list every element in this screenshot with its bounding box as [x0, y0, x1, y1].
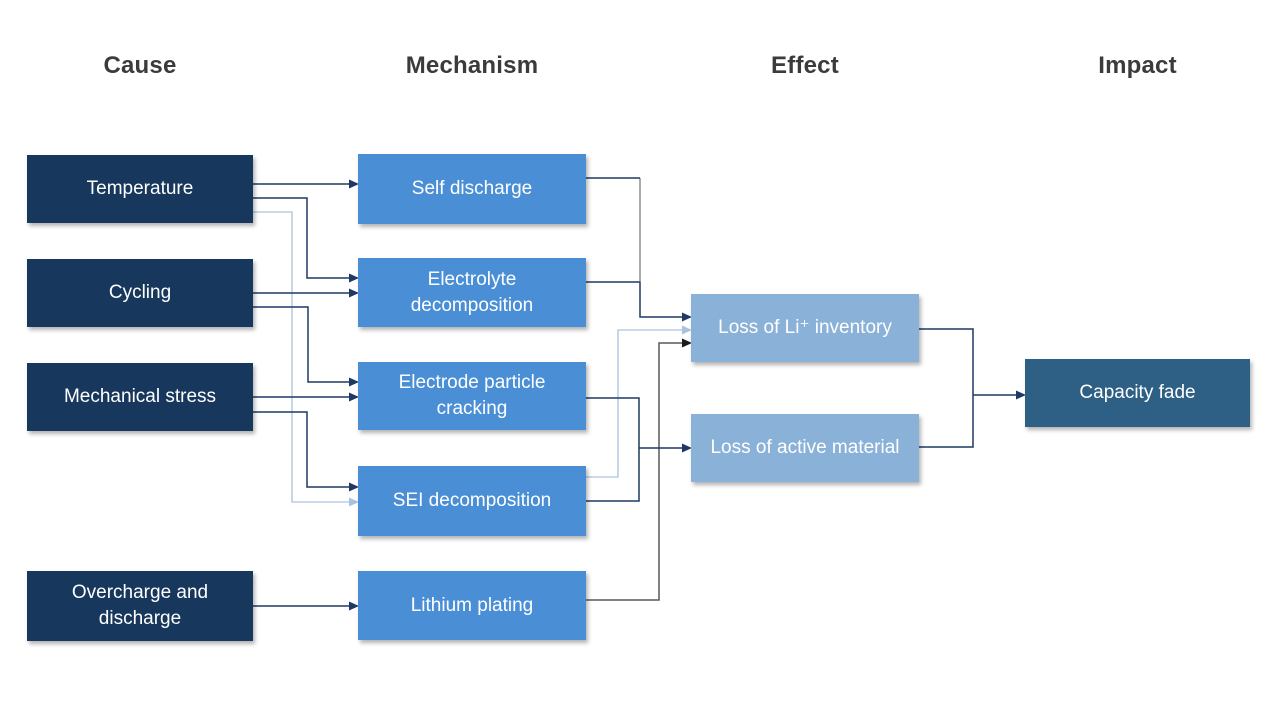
node-lithium-plating: Lithium plating — [358, 571, 586, 640]
connector-temperature-sei-decomposition — [253, 211, 359, 507]
connector-mechanical-stress-sei-decomposition — [253, 411, 359, 492]
header-impact: Impact — [1098, 52, 1177, 79]
node-overcharge-and-discharge: Overcharge and discharge — [27, 571, 253, 641]
connector-electrolyte-decomposition-loss-li-inventory — [586, 281, 692, 322]
connector-sei-decomposition-loss-li-inventory — [586, 325, 692, 478]
header-cause: Cause — [103, 52, 177, 79]
header-effect: Effect — [771, 52, 839, 79]
header-mechanism: Mechanism — [405, 52, 539, 79]
connector-effects-merge — [919, 328, 974, 448]
node-electrode-particle-cracking: Electrode particle cracking — [358, 362, 586, 430]
node-capacity-fade: Capacity fade — [1025, 359, 1250, 427]
connector-temperature-electrolyte-decomposition — [253, 197, 359, 283]
node-sei-decomposition: SEI decomposition — [358, 466, 586, 536]
node-electrolyte-decomposition: Electrolyte decomposition — [358, 258, 586, 327]
connector-electrode-cracking-sei-merge — [586, 397, 640, 502]
node-cycling: Cycling — [27, 259, 253, 327]
node-mechanical-stress: Mechanical stress — [27, 363, 253, 431]
node-temperature: Temperature — [27, 155, 253, 223]
node-loss-of-active-material: Loss of active material — [691, 414, 919, 482]
node-loss-of-li-inventory: Loss of Li⁺ inventory — [691, 294, 919, 362]
connector-cycling-electrode-particle-cracking — [253, 306, 359, 387]
connector-lithium-plating-loss-li-inventory — [586, 338, 692, 601]
node-self-discharge: Self discharge — [358, 154, 586, 224]
